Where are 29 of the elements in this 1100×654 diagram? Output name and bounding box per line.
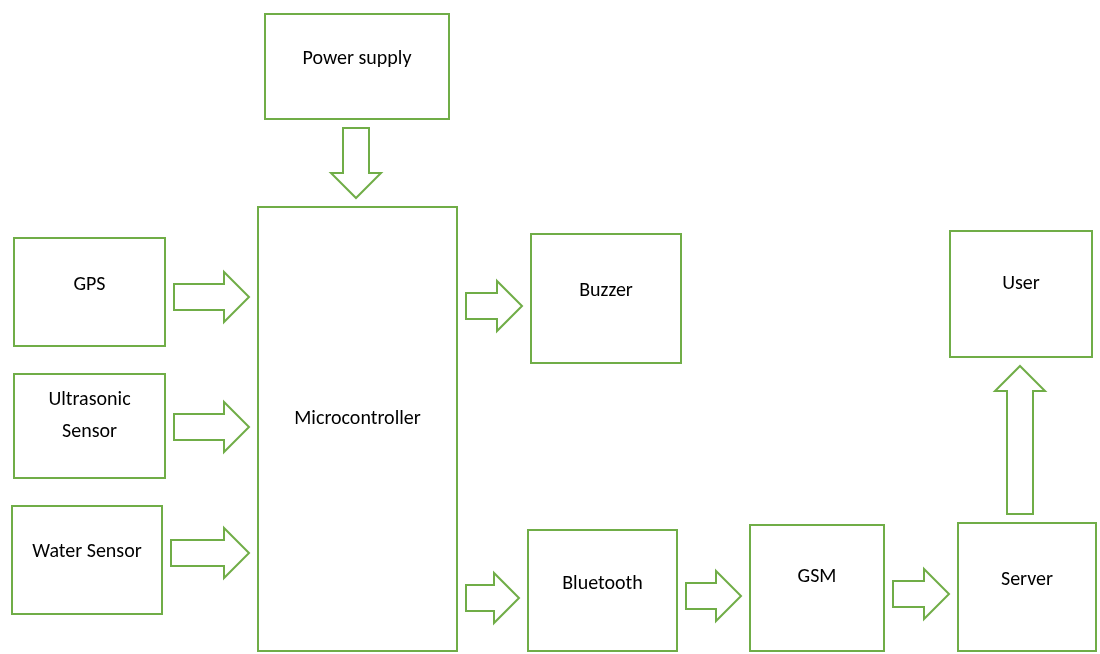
- block-arrow: [685, 568, 743, 624]
- process-box: [749, 524, 885, 652]
- box-label: User: [1001, 269, 1041, 296]
- process-box: [530, 233, 682, 364]
- process-box: [257, 206, 458, 652]
- block-arrow: [992, 364, 1048, 515]
- block-arrow: [173, 269, 251, 325]
- box-label: Bluetooth: [561, 569, 644, 596]
- process-box: [527, 529, 678, 652]
- block-arrow: [170, 525, 251, 581]
- block-arrow: [173, 399, 251, 455]
- box-label: GSM: [796, 562, 838, 589]
- process-box: [264, 13, 450, 120]
- box-label: Server: [999, 565, 1055, 592]
- block-arrow: [465, 570, 521, 626]
- box-label: Power supply: [301, 44, 413, 71]
- process-box: [957, 522, 1097, 652]
- box-label: Microcontroller: [293, 404, 422, 431]
- block-arrow: [328, 127, 384, 200]
- process-box: [13, 237, 166, 347]
- block-arrow: [892, 566, 951, 622]
- block-arrow: [465, 278, 524, 334]
- box-label: GPS: [72, 270, 107, 297]
- box-label: Ultrasonic Sensor: [47, 385, 132, 444]
- box-label: Buzzer: [578, 276, 634, 303]
- box-label: Water Sensor: [31, 537, 143, 564]
- process-box: [949, 230, 1093, 358]
- process-box: [13, 373, 166, 479]
- process-box: [11, 505, 163, 615]
